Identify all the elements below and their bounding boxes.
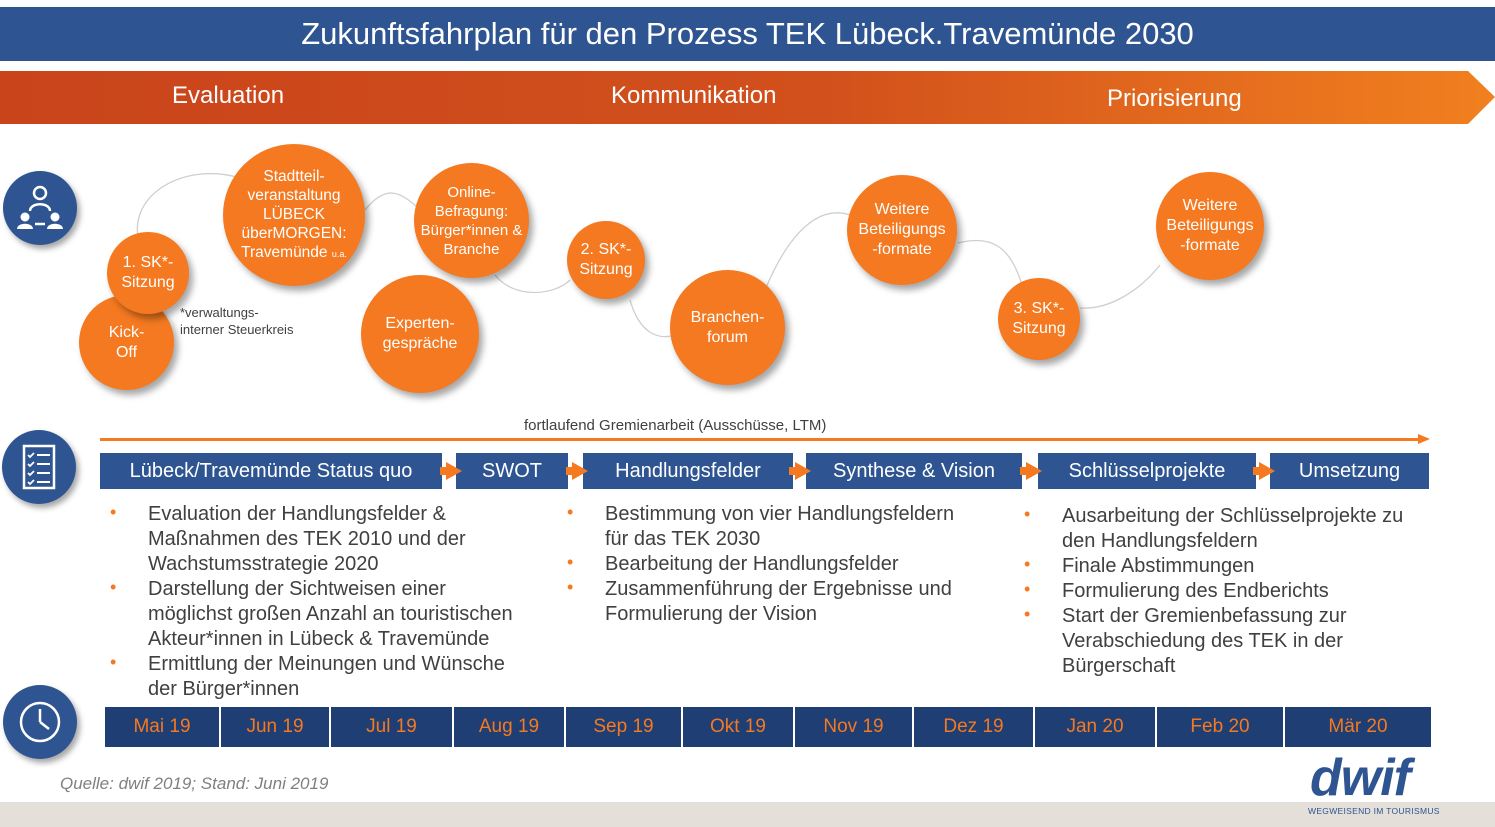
continuous-arrowhead <box>1418 434 1430 444</box>
list-item: Zusammenführung der Ergebnisse undFormul… <box>567 575 954 627</box>
month-cell: Okt 19 <box>683 707 795 747</box>
footnote: *verwaltungs- interner Steuerkreis <box>180 305 294 337</box>
clock-icon <box>3 685 77 759</box>
month-cell: Aug 19 <box>454 707 566 747</box>
event-expertengespraeche: Experten-gespräche <box>361 275 479 393</box>
page-title: Zukunftsfahrplan für den Prozess TEK Lüb… <box>0 7 1495 61</box>
step-arrow-2 <box>572 462 588 480</box>
list-item: Darstellung der Sichtweisen einermöglich… <box>110 575 513 652</box>
bullet-list-handlungsfelder: Bestimmung von vier Handlungsfeldernfür … <box>567 500 954 627</box>
step-arrow-3 <box>795 462 811 480</box>
list-item: Evaluation der Handlungsfelder &Maßnahme… <box>110 500 513 577</box>
logo-tagline: WEGWEISEND IM TOURISMUS <box>1308 806 1440 816</box>
step-arrow-1 <box>446 462 462 480</box>
month-cell: Mär 20 <box>1285 707 1431 747</box>
dwif-logo: dwif <box>1310 749 1411 807</box>
phase-priorisierung: Priorisierung <box>1107 85 1242 112</box>
month-cell: Nov 19 <box>795 707 914 747</box>
month-timeline: Mai 19 Jun 19 Jul 19 Aug 19 Sep 19 Okt 1… <box>105 707 1431 747</box>
list-item: Ermittlung der Meinungen und Wünscheder … <box>110 650 513 702</box>
step-status-quo: Lübeck/Travemünde Status quo <box>100 453 442 489</box>
event-stadtteilveranstaltung: Stadtteil- veranstaltung LÜBECK überMORG… <box>223 144 365 286</box>
month-cell: Mai 19 <box>105 707 221 747</box>
continuous-line <box>100 438 1420 441</box>
event-kickoff: Kick-Off <box>79 295 174 390</box>
month-cell: Sep 19 <box>566 707 683 747</box>
event-branchenforum: Branchen-forum <box>670 270 785 385</box>
list-item: Finale Abstimmungen <box>1024 552 1403 579</box>
phase-evaluation: Evaluation <box>172 82 285 109</box>
event-sk1: 1. SK*-Sitzung <box>107 232 189 314</box>
month-cell: Feb 20 <box>1157 707 1285 747</box>
event-online-befragung: Online- Befragung: Bürger*innen & Branch… <box>414 163 529 278</box>
step-synthese-vision: Synthese & Vision <box>806 453 1022 489</box>
month-cell: Dez 19 <box>914 707 1035 747</box>
step-arrow-4 <box>1026 462 1042 480</box>
list-item: Ausarbeitung der Schlüsselprojekte zuden… <box>1024 502 1403 554</box>
bullet-list-evaluation: Evaluation der Handlungsfelder &Maßnahme… <box>110 500 513 702</box>
list-item: Bestimmung von vier Handlungsfeldernfür … <box>567 500 954 552</box>
connector-curve <box>136 173 1161 338</box>
month-cell: Jul 19 <box>331 707 454 747</box>
source-note: Quelle: dwif 2019; Stand: Juni 2019 <box>60 774 329 793</box>
step-handlungsfelder: Handlungsfelder <box>583 453 793 489</box>
list-item: Start der Gremienbefassung zurVerabschie… <box>1024 602 1403 679</box>
month-cell: Jun 19 <box>221 707 331 747</box>
phase-kommunikation: Kommunikation <box>611 82 777 109</box>
continuous-label: fortlaufend Gremienarbeit (Ausschüsse, L… <box>524 417 827 434</box>
step-schluesselprojekte: Schlüsselprojekte <box>1038 453 1256 489</box>
phase-arrow <box>0 71 1495 124</box>
list-item: Formulierung des Endberichts <box>1024 577 1403 604</box>
participants-icon <box>3 171 77 245</box>
bullet-list-priorisierung: Ausarbeitung der Schlüsselprojekte zuden… <box>1024 502 1403 679</box>
month-cell: Jan 20 <box>1035 707 1157 747</box>
step-umsetzung: Umsetzung <box>1270 453 1429 489</box>
footer-strip <box>0 802 1495 827</box>
event-sk3: 3. SK*-Sitzung <box>998 278 1080 360</box>
event-sk2: 2. SK*-Sitzung <box>567 221 645 299</box>
list-item: Bearbeitung der Handlungsfelder <box>567 550 954 577</box>
step-arrow-5 <box>1259 462 1275 480</box>
checklist-icon <box>2 430 76 504</box>
step-swot: SWOT <box>456 453 568 489</box>
